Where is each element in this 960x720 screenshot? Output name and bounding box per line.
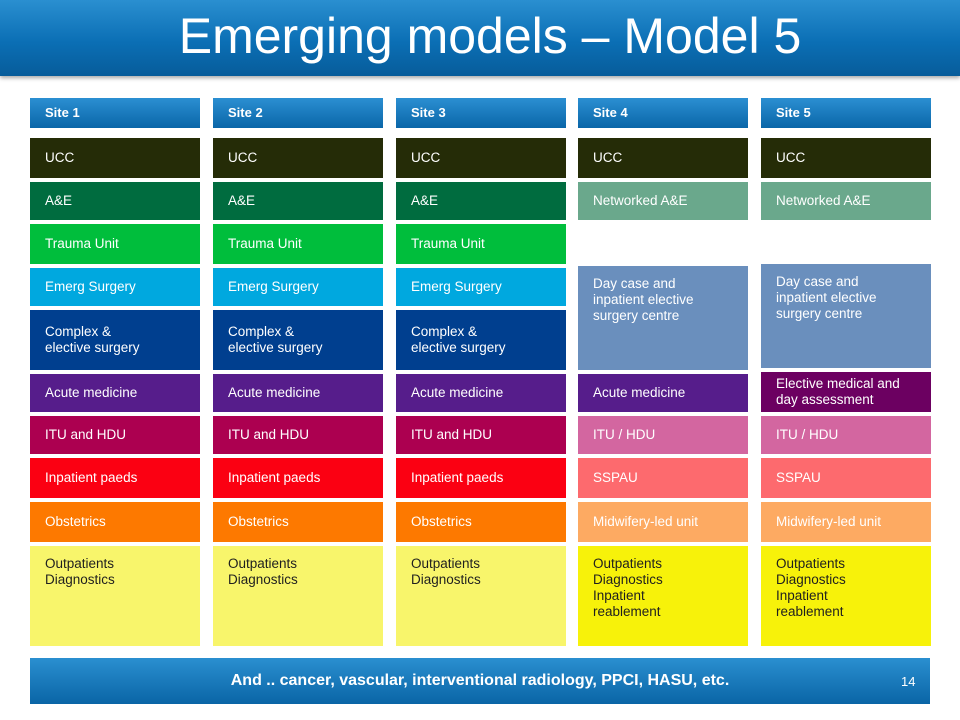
service-itu-hdu: ITU and HDU: [213, 416, 383, 454]
service-ae: A&E: [396, 182, 566, 220]
service-itu-hdu: ITU and HDU: [30, 416, 200, 454]
service-acute-medicine: Acute medicine: [396, 374, 566, 412]
service-ucc: UCC: [761, 138, 931, 178]
service-inpatient-paeds: Inpatient paeds: [396, 458, 566, 498]
site-header: Site 2: [213, 98, 383, 128]
page-number: 14: [901, 674, 916, 689]
service-midwifery-led-unit: Midwifery-led unit: [761, 502, 931, 542]
service-trauma-unit: Trauma Unit: [396, 224, 566, 264]
site-header: Site 3: [396, 98, 566, 128]
service-itu-hdu: ITU / HDU: [578, 416, 748, 454]
service-midwifery-led-unit: Midwifery-led unit: [578, 502, 748, 542]
service-elective-medical-day-assessment: Elective medical and day assessment: [761, 372, 931, 412]
service-complex-elective-surgery: Complex & elective surgery: [396, 310, 566, 370]
site-header: Site 1: [30, 98, 200, 128]
service-acute-medicine: Acute medicine: [213, 374, 383, 412]
service-outpatients: Outpatients Diagnostics: [396, 546, 566, 646]
service-ucc: UCC: [30, 138, 200, 178]
service-obstetrics: Obstetrics: [213, 502, 383, 542]
service-obstetrics: Obstetrics: [396, 502, 566, 542]
service-trauma-unit: Trauma Unit: [30, 224, 200, 264]
service-emerg-surgery: Emerg Surgery: [30, 268, 200, 306]
service-complex-elective-surgery: Complex & elective surgery: [213, 310, 383, 370]
service-ae: A&E: [213, 182, 383, 220]
service-obstetrics: Obstetrics: [30, 502, 200, 542]
service-networked-ae: Networked A&E: [761, 182, 931, 220]
service-itu-hdu: ITU / HDU: [761, 416, 931, 454]
service-acute-medicine: Acute medicine: [30, 374, 200, 412]
service-outpatients: Outpatients Diagnostics Inpatient reable…: [761, 546, 931, 646]
service-outpatients: Outpatients Diagnostics Inpatient reable…: [578, 546, 748, 646]
service-sspau: SSPAU: [578, 458, 748, 498]
service-outpatients: Outpatients Diagnostics: [213, 546, 383, 646]
service-sspau: SSPAU: [761, 458, 931, 498]
service-itu-hdu: ITU and HDU: [396, 416, 566, 454]
service-ae: A&E: [30, 182, 200, 220]
service-trauma-unit: Trauma Unit: [213, 224, 383, 264]
service-inpatient-paeds: Inpatient paeds: [213, 458, 383, 498]
footer-bar: And .. cancer, vascular, interventional …: [30, 658, 930, 704]
service-ucc: UCC: [213, 138, 383, 178]
site-header: Site 5: [761, 98, 931, 128]
service-outpatients: Outpatients Diagnostics: [30, 546, 200, 646]
site-header: Site 4: [578, 98, 748, 128]
service-ucc: UCC: [396, 138, 566, 178]
service-complex-elective-surgery: Complex & elective surgery: [30, 310, 200, 370]
slide-title: Emerging models – Model 5: [178, 8, 802, 64]
service-emerg-surgery: Emerg Surgery: [396, 268, 566, 306]
title-bar: Emerging models – Model 5: [0, 0, 960, 76]
service-ucc: UCC: [578, 138, 748, 178]
service-day-case-surgery-centre: Day case and inpatient elective surgery …: [761, 264, 931, 368]
service-inpatient-paeds: Inpatient paeds: [30, 458, 200, 498]
service-acute-medicine: Acute medicine: [578, 374, 748, 412]
service-day-case-surgery-centre: Day case and inpatient elective surgery …: [578, 266, 748, 370]
service-networked-ae: Networked A&E: [578, 182, 748, 220]
service-emerg-surgery: Emerg Surgery: [213, 268, 383, 306]
footer-text: And .. cancer, vascular, interventional …: [230, 672, 730, 689]
